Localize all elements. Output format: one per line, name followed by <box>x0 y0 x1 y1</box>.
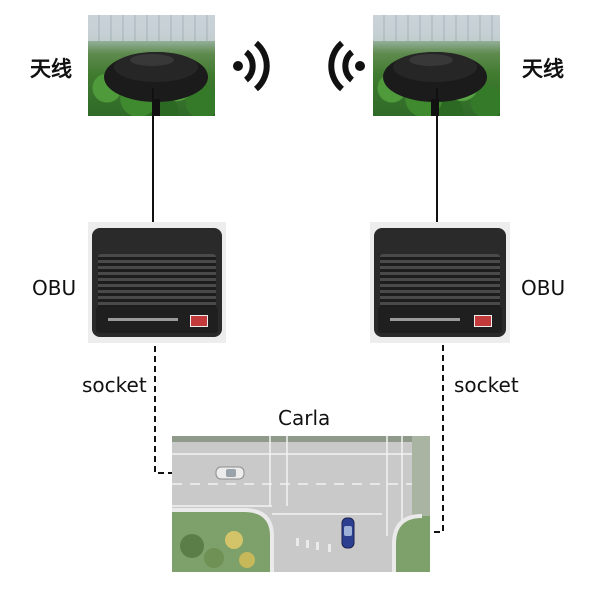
wireless-signal-icon <box>328 40 365 92</box>
carla-label: Carla <box>278 406 331 430</box>
antenna-label-right: 天线 <box>522 57 564 81</box>
antenna-photo-right <box>373 15 500 116</box>
socket-label-right: socket <box>454 373 519 397</box>
wireless-signal-icon <box>233 40 270 92</box>
car-left <box>215 466 245 480</box>
car-right <box>341 517 355 549</box>
carla-screenshot <box>172 436 430 572</box>
antenna-photo-left <box>88 15 215 116</box>
socket-line-left <box>154 346 216 474</box>
obu-label-right: OBU <box>521 276 566 300</box>
obu-photo-left <box>88 222 226 343</box>
socket-line-right <box>352 345 444 533</box>
obu-photo-right <box>370 222 510 343</box>
obu-label-left: OBU <box>32 276 77 300</box>
socket-label-left: socket <box>82 373 147 397</box>
antenna-label-left: 天线 <box>30 57 72 81</box>
